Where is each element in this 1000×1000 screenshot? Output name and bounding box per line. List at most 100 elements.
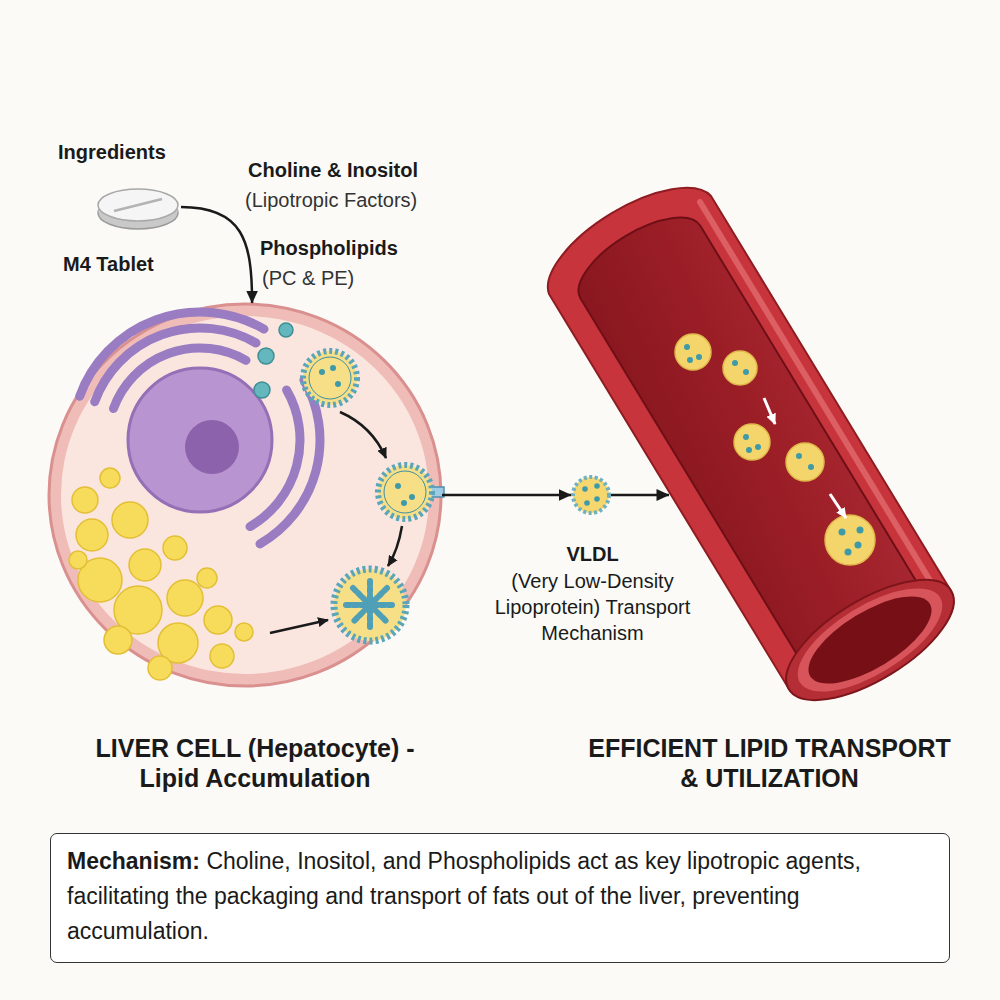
micelle-ray bbox=[353, 588, 387, 622]
lipid-droplet bbox=[104, 626, 132, 654]
tablet-heading: Ingredients bbox=[58, 140, 228, 164]
vesicle-dot bbox=[395, 483, 401, 489]
particle-dots bbox=[582, 483, 600, 506]
lipid-droplet bbox=[112, 502, 148, 538]
ingredient-label: Choline & Inositol bbox=[248, 158, 418, 182]
lipid-droplet bbox=[78, 558, 122, 602]
flow-arrow bbox=[340, 412, 386, 458]
micelle-shell bbox=[334, 569, 406, 641]
particle-dot bbox=[845, 549, 852, 556]
vldl-particle: VLDL(Very Low-Density Lipoprotein) Trans… bbox=[571, 475, 611, 515]
particle-dot bbox=[746, 447, 752, 453]
particle-dot bbox=[696, 354, 702, 360]
lipid-droplet bbox=[210, 644, 234, 668]
vessel-wall-layer bbox=[782, 568, 957, 711]
vesicle-dot bbox=[409, 494, 415, 500]
lipid-droplet bbox=[158, 623, 198, 663]
er-band bbox=[95, 328, 256, 402]
particle-description: (Very Low-Density Lipoprotein) Transport… bbox=[485, 568, 700, 646]
vesicle-inner bbox=[309, 357, 351, 399]
lipid-droplet bbox=[167, 580, 203, 616]
particle-dot bbox=[857, 527, 864, 534]
flow-connector bbox=[611, 494, 669, 497]
nutrient-dot bbox=[279, 323, 293, 337]
lipoprotein-particles bbox=[675, 334, 875, 565]
tablet-name: M4 Tablet bbox=[63, 252, 233, 276]
paragraph: Mechanism:Choline, Inositol, and Phospho… bbox=[67, 844, 933, 949]
particle-dot bbox=[687, 357, 693, 363]
lipid-droplet bbox=[235, 623, 253, 641]
tablet-score bbox=[114, 199, 162, 211]
vesicle-shell bbox=[303, 351, 357, 405]
vessel-opening bbox=[768, 556, 972, 723]
flow-connector bbox=[181, 207, 252, 303]
lipid-droplet bbox=[163, 536, 187, 560]
vesicle-inner bbox=[384, 471, 426, 513]
flow-arrows bbox=[764, 398, 846, 518]
micelle-ray bbox=[346, 602, 394, 608]
vesicle bbox=[303, 351, 357, 405]
lipid-droplet bbox=[69, 551, 87, 569]
lipid-droplets bbox=[69, 468, 253, 680]
tablet-outline bbox=[95, 183, 181, 231]
lipid-droplet bbox=[204, 606, 232, 634]
particle-dot bbox=[808, 464, 814, 470]
internal-arrows bbox=[270, 412, 402, 633]
vesicle-dot bbox=[335, 381, 341, 387]
lipid-droplet bbox=[100, 468, 120, 488]
particle-dot bbox=[584, 500, 590, 506]
vldl-particle-outline bbox=[571, 475, 611, 515]
micelle bbox=[334, 569, 406, 641]
particle-dot bbox=[732, 360, 738, 366]
nucleus bbox=[128, 368, 272, 512]
particle-dot bbox=[743, 434, 749, 440]
endoplasmic-reticulum bbox=[80, 312, 320, 544]
exit-channel bbox=[426, 487, 444, 497]
particle-name: VLDL bbox=[485, 541, 700, 567]
vessel-highlight bbox=[700, 202, 940, 597]
er-band bbox=[250, 390, 300, 527]
flow-connector bbox=[442, 494, 571, 497]
liver-cell-outline bbox=[48, 303, 442, 687]
blood-vessel: EFFICIENT LIPID TRANSPORT & UTILIZATION bbox=[669, 185, 955, 720]
flow-arrow bbox=[270, 620, 328, 633]
vessel-heading: EFFICIENT LIPID TRANSPORT & UTILIZATION bbox=[582, 733, 957, 793]
vessel-lumen bbox=[579, 218, 932, 685]
ingredient-label: Phospholipids bbox=[260, 236, 398, 260]
nutrient-dot bbox=[254, 382, 270, 398]
vesicle-shell bbox=[378, 465, 432, 519]
liver-cell: LIVER CELL (Hepatocyte) - Lipid Accumula… bbox=[48, 303, 442, 687]
particle-dot bbox=[755, 444, 761, 450]
lipid-droplet bbox=[76, 519, 108, 551]
vessel-lumen-end bbox=[796, 580, 945, 701]
lipoprotein-particle bbox=[675, 334, 711, 370]
nutrient-dot bbox=[258, 348, 274, 364]
tablet: IngredientsM4 Tablet bbox=[95, 183, 181, 231]
nucleolus bbox=[185, 420, 239, 474]
particle-dots bbox=[684, 344, 864, 556]
flow-arrow bbox=[388, 526, 402, 566]
micelle-ray bbox=[367, 581, 373, 629]
er-band bbox=[114, 348, 247, 409]
particle-dot bbox=[839, 529, 846, 536]
lipid-droplet bbox=[148, 656, 172, 680]
lipoprotein-particle bbox=[723, 351, 757, 385]
er-band bbox=[260, 380, 320, 544]
flow-arrow bbox=[830, 494, 846, 518]
vesicle-dot bbox=[330, 365, 336, 371]
lipid-droplet bbox=[114, 586, 162, 634]
vesicle bbox=[378, 465, 444, 519]
particle-dot bbox=[684, 344, 690, 350]
ingredient-label: (Lipotropic Factors) bbox=[245, 188, 417, 212]
mechanism-heading: Mechanism: bbox=[67, 848, 200, 874]
lipid-droplet bbox=[129, 549, 161, 581]
micelle-rays bbox=[346, 581, 394, 629]
vesicle-dot bbox=[401, 500, 407, 506]
particle-dot bbox=[594, 483, 600, 489]
lipid-droplet bbox=[197, 568, 217, 588]
flow-arrow bbox=[764, 398, 775, 424]
lipid-droplet bbox=[72, 487, 98, 513]
particle-dot bbox=[594, 496, 600, 502]
